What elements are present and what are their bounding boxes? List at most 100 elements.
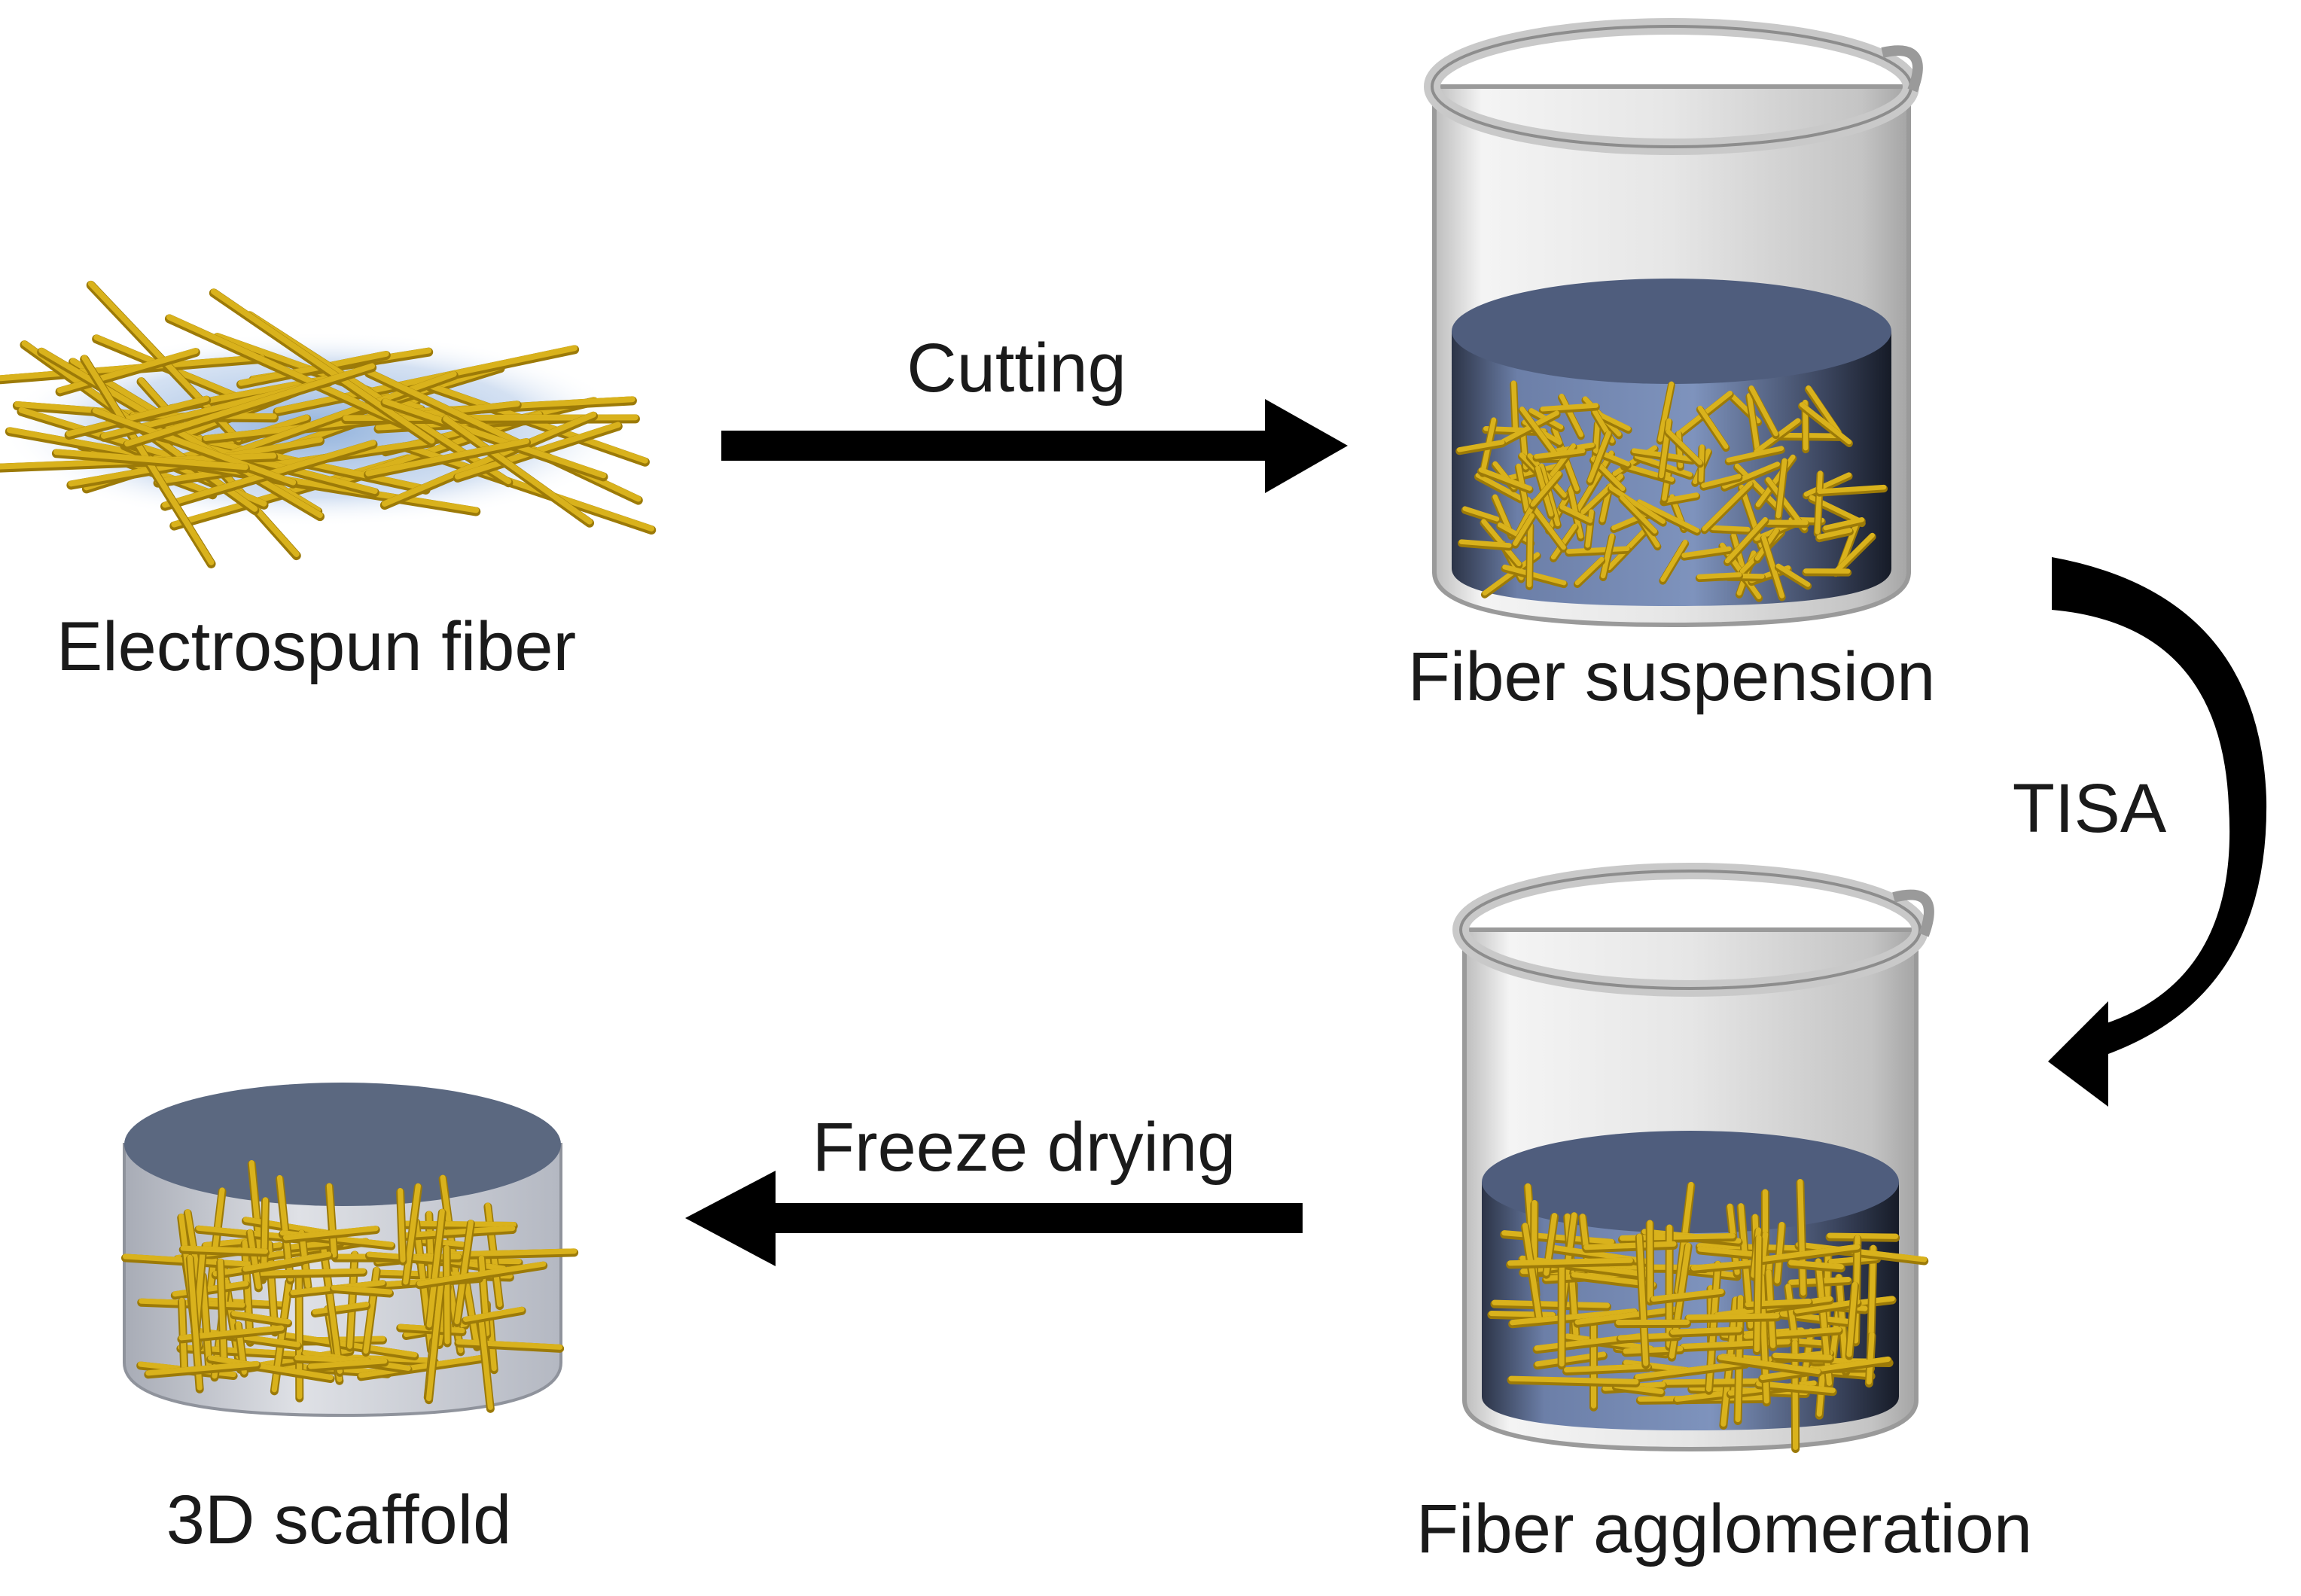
fiber: [1593, 410, 1631, 431]
fiber: [1710, 525, 1751, 532]
fiber: [1492, 1299, 1611, 1308]
fiber: [1458, 539, 1512, 548]
fiber: [401, 1220, 517, 1228]
beaker-fiber-agglomeration: [1452, 863, 1934, 1453]
fiber: [1620, 495, 1658, 534]
fiber: [1670, 1326, 1742, 1335]
fiber: [425, 1281, 443, 1402]
fiber: [401, 1225, 516, 1238]
fiber: [1513, 513, 1535, 547]
beaker-fiber-suspension: [1424, 18, 1923, 628]
electrospun-fiber-label: Electrospun fiber: [56, 608, 576, 685]
fiber: [1690, 1259, 1754, 1271]
fiber: [1803, 472, 1851, 497]
fiber: [145, 1360, 260, 1376]
fiber: [218, 1258, 227, 1361]
fiber: [1747, 392, 1760, 456]
fiber: [312, 1302, 370, 1315]
fiber: [242, 1239, 253, 1344]
fiber: [1833, 532, 1875, 574]
fiber: [231, 1311, 291, 1325]
fiber: [1726, 446, 1784, 463]
fiber: [1462, 506, 1500, 522]
fiber: [1564, 1363, 1651, 1373]
fiber: [403, 1183, 421, 1285]
fiber: [454, 1220, 474, 1324]
fiber: [1566, 546, 1630, 554]
fiber: [307, 1358, 388, 1369]
fiber: [242, 1217, 337, 1237]
fiber: [1585, 509, 1594, 548]
fiber: [207, 1355, 334, 1381]
fiber: [210, 288, 435, 444]
fiber: [331, 1284, 393, 1295]
fiber: [1540, 403, 1599, 412]
fiber: [1623, 1360, 1690, 1373]
fiber: [1681, 546, 1732, 558]
fiber: [1817, 484, 1887, 494]
fiber: [254, 1268, 366, 1276]
fiber: [1510, 1308, 1638, 1326]
fiber: [1797, 1178, 1806, 1296]
fiber: [1637, 499, 1700, 533]
fiber: [1788, 1259, 1844, 1270]
fiber: [1760, 1356, 1891, 1381]
fiber: [1526, 522, 1533, 588]
fiber: [1608, 485, 1666, 524]
fiber: [1701, 474, 1742, 489]
fiber: [1799, 402, 1852, 445]
fiber: [1696, 572, 1742, 580]
fiber: [1511, 380, 1519, 433]
fiber: [178, 1297, 187, 1370]
fiber: [200, 1272, 212, 1369]
fiber: [1636, 1233, 1649, 1366]
fiber: [1661, 492, 1699, 504]
electrospun-fiber-mat: [0, 280, 657, 568]
fiber: [1717, 1354, 1821, 1375]
fiber: [1522, 1223, 1542, 1320]
fiber: [365, 438, 529, 477]
fiber: [1574, 556, 1605, 586]
fiber: [1827, 1232, 1899, 1239]
fiber: [416, 1261, 547, 1287]
fiber: [1734, 463, 1782, 511]
freeze-drying-arrow: [685, 1171, 1303, 1266]
freeze-drying-label: Freeze drying: [812, 1109, 1236, 1186]
fiber: [463, 1306, 525, 1322]
fiber: [382, 398, 607, 479]
fiber: [282, 1226, 379, 1241]
fiber: [1756, 1381, 1836, 1393]
fiber: [1761, 535, 1784, 598]
fiber: [238, 351, 389, 386]
tisa-arrow: [2048, 557, 2267, 1107]
fiber: [426, 1208, 445, 1328]
fiber: [1774, 1221, 1785, 1284]
fiber: [456, 1339, 563, 1350]
fiber: [1816, 528, 1853, 540]
fiber: [1754, 1235, 1762, 1353]
fiber: [1574, 450, 1614, 513]
fiber: [1550, 523, 1577, 560]
fiber: [1796, 1241, 1928, 1262]
fiber: [1574, 1306, 1681, 1325]
fiber: [321, 1245, 343, 1374]
fiber: [53, 449, 248, 471]
fiber: [56, 348, 199, 394]
cutting-arrow: [721, 399, 1348, 493]
fiber: [1666, 429, 1703, 465]
fiber: [1775, 458, 1787, 519]
fiber: [1635, 1360, 1748, 1380]
scaffold-3d-label: 3D scaffold: [166, 1482, 512, 1558]
fiber: [207, 1187, 225, 1292]
fiber: [247, 1229, 261, 1290]
fiber: [1815, 471, 1823, 535]
fiber: [1794, 1299, 1861, 1314]
fiber: [1497, 522, 1534, 545]
fiber: [66, 395, 210, 437]
fiber: [358, 1354, 490, 1378]
fiber: [443, 416, 593, 525]
fiber: [1617, 1332, 1681, 1341]
fiber: [326, 1183, 337, 1258]
fiber: [443, 1245, 450, 1345]
